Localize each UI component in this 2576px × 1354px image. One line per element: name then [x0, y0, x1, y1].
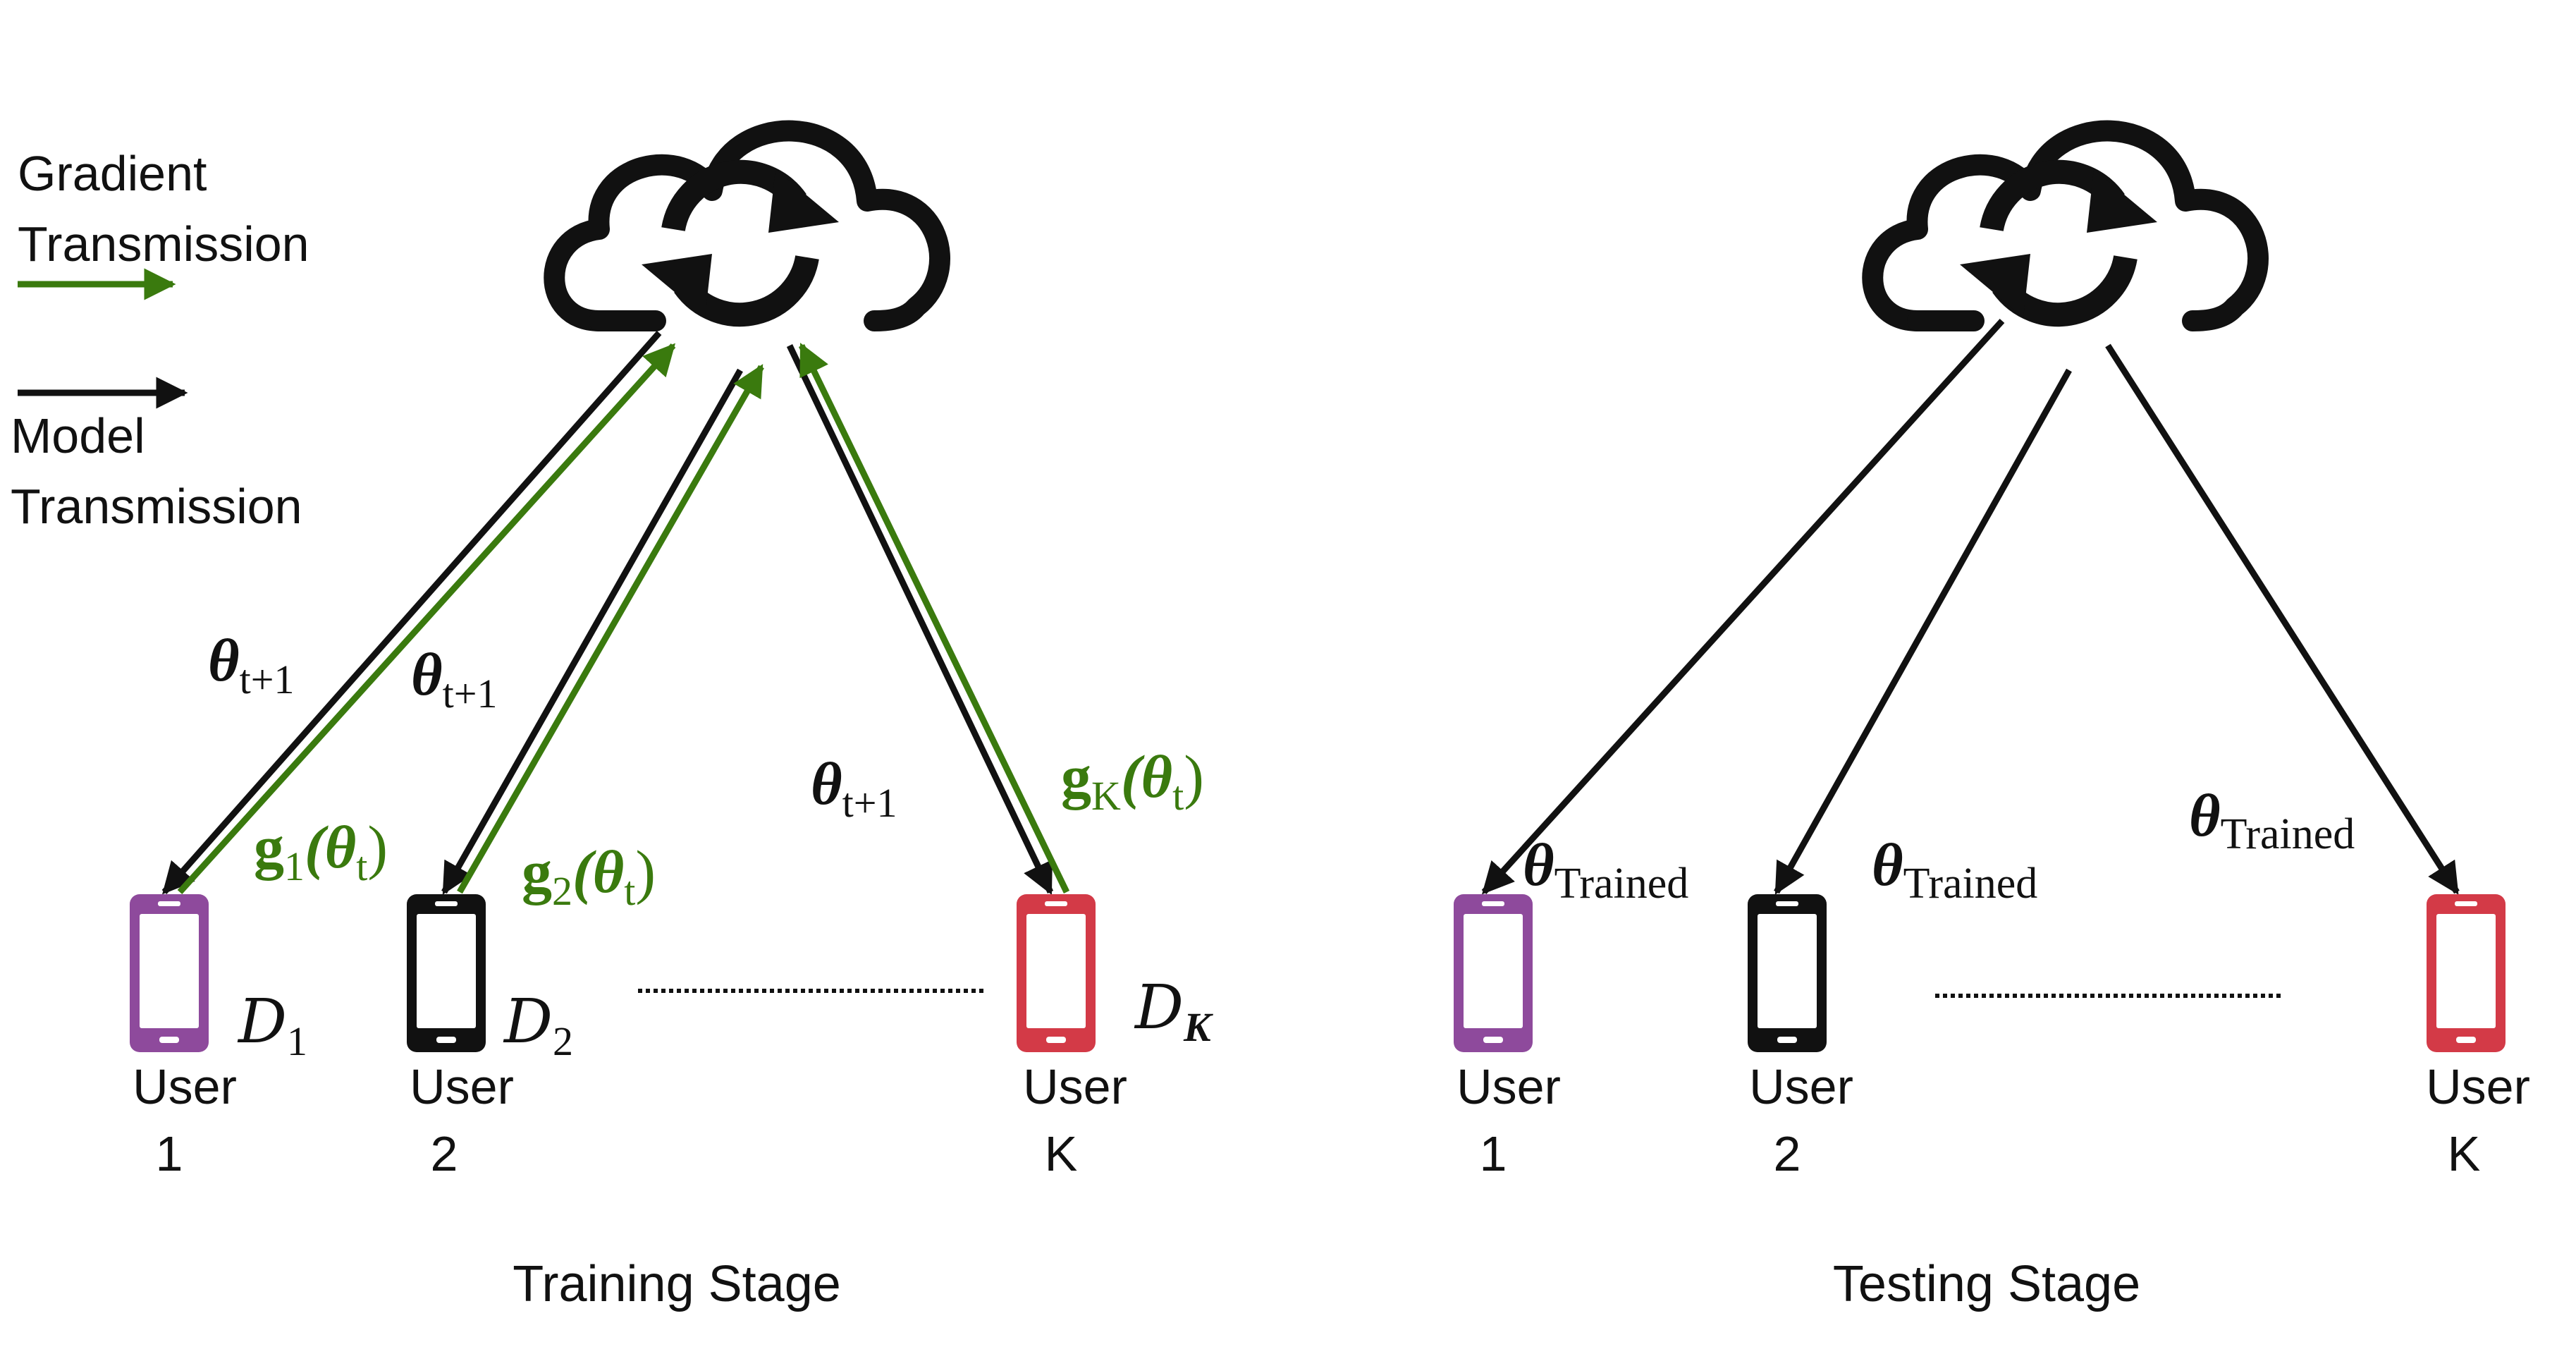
smartphone-icon-test-userK — [2427, 894, 2506, 1052]
theta-label-user2: θt+1 — [411, 640, 497, 716]
theta-label-user1: θt+1 — [208, 626, 294, 702]
gradient-label-userK: gK(θt) — [1061, 743, 1204, 819]
sync-icon — [642, 169, 839, 317]
training-stage-title: Training Stage — [513, 1256, 841, 1312]
test-user-number-2: 2 — [1774, 1126, 1801, 1181]
gradient-label-user2: g2(θt) — [522, 838, 656, 914]
smartphone-icon-user1 — [130, 894, 209, 1052]
legend-model-line2: Transmission — [11, 479, 302, 534]
smartphone-icon-userK — [1017, 894, 1096, 1052]
gradient-arrow-userK — [798, 342, 1070, 893]
user-number-K: K — [1045, 1126, 1078, 1181]
model-arrow-test-userK — [2105, 343, 2460, 895]
dataset-label-user1: D1 — [237, 987, 307, 1064]
test-user-label-K: User — [2426, 1059, 2530, 1114]
testing-stage: θTrained θTrained θTrained User 1 User 2… — [1454, 131, 2530, 1312]
smartphone-icon-user2 — [407, 894, 486, 1052]
dataset-label-userK: DK — [1134, 972, 1213, 1050]
user-number-1: 1 — [156, 1126, 183, 1181]
theta-label-userK: θt+1 — [811, 750, 897, 826]
model-arrow-test-user2 — [1774, 368, 2072, 895]
legend-model-line1: Model — [11, 408, 145, 463]
smartphone-icon-test-user1 — [1454, 894, 1533, 1052]
theta-trained-label-user1: θTrained — [1523, 831, 1688, 908]
legend-gradient-line2: Transmission — [18, 216, 309, 272]
sync-icon — [1960, 169, 2157, 317]
test-user-number-1: 1 — [1480, 1126, 1507, 1181]
user-label-2: User — [410, 1059, 514, 1114]
smartphone-icon-test-user2 — [1748, 894, 1827, 1052]
test-user-label-1: User — [1456, 1059, 1561, 1114]
gradient-arrow-user1 — [177, 343, 676, 895]
model-arrow-userK — [786, 344, 1054, 896]
user-number-2: 2 — [431, 1126, 458, 1181]
training-stage: θt+1 θt+1 θt+1 g1(θt) g2(θt) gK(θt) D1 D… — [130, 131, 1213, 1312]
cloud-icon — [1872, 131, 2258, 321]
test-user-number-K: K — [2448, 1126, 2481, 1181]
model-arrow-user2 — [441, 368, 743, 895]
theta-trained-label-user2: θTrained — [1872, 831, 2037, 908]
legend-gradient-line1: Gradient — [18, 146, 207, 201]
user-label-1: User — [133, 1059, 237, 1114]
model-arrow-test-user1 — [1481, 318, 2005, 895]
test-user-label-2: User — [1749, 1059, 1853, 1114]
user-label-K: User — [1023, 1059, 1127, 1114]
gradient-label-user1: g1(θt) — [254, 813, 388, 889]
model-arrow-user1 — [161, 331, 662, 895]
dataset-label-user2: D2 — [503, 987, 573, 1064]
theta-trained-label-userK: θTrained — [2189, 781, 2355, 858]
testing-stage-title: Testing Stage — [1833, 1256, 2140, 1312]
gradient-arrow-user2 — [457, 364, 764, 894]
cloud-icon — [554, 131, 940, 321]
legend: Gradient Transmission Model Transmission — [11, 146, 309, 534]
